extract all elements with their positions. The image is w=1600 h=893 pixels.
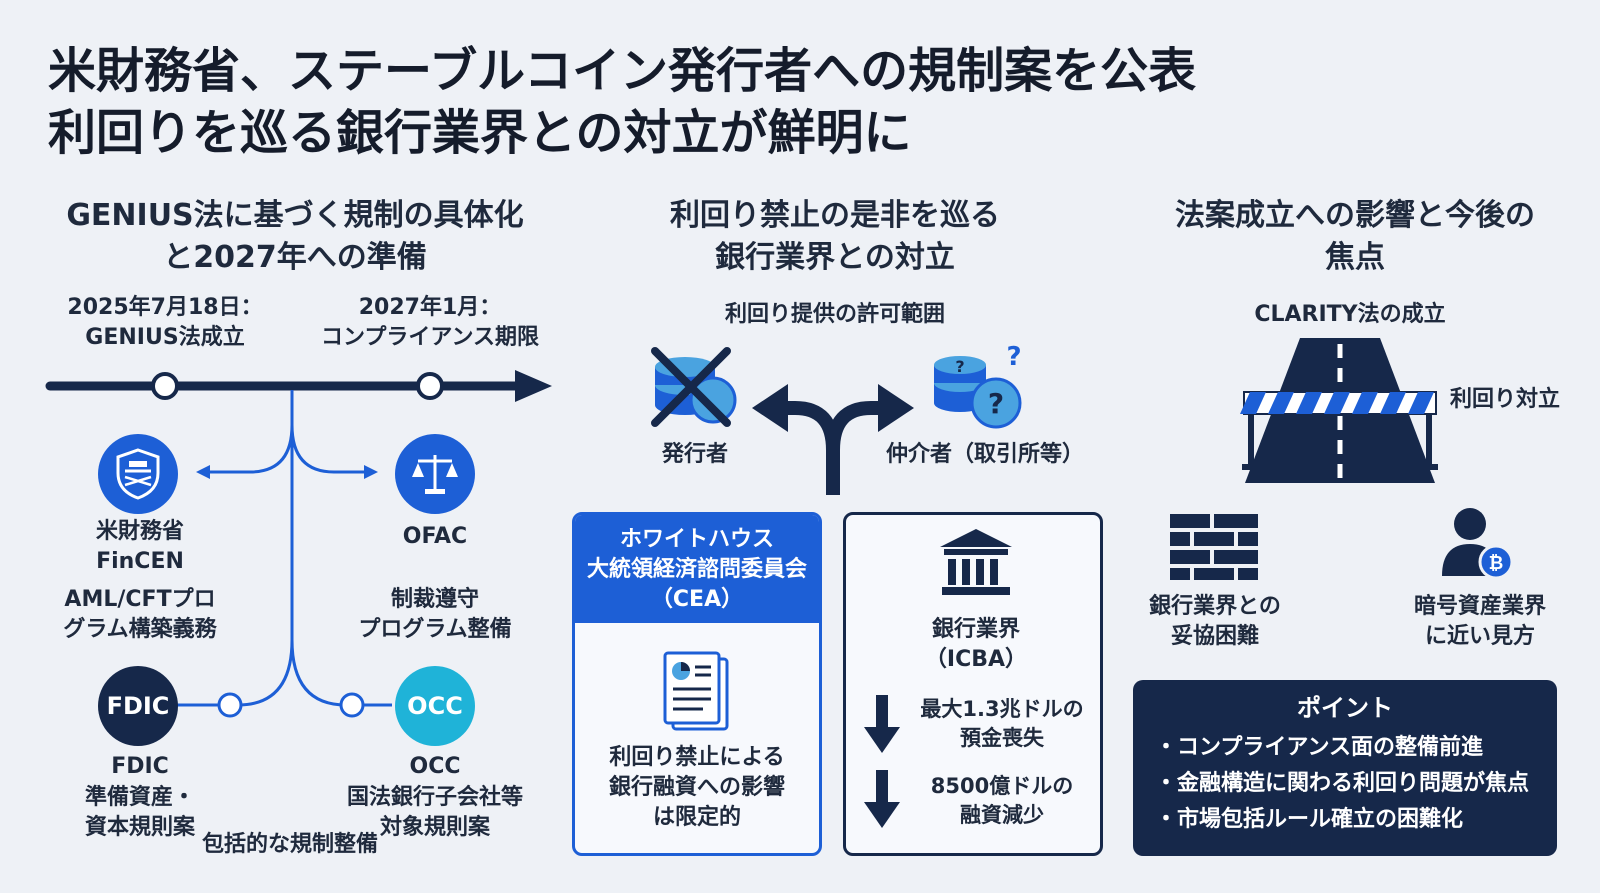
svg-text:?: ? — [1006, 342, 1021, 372]
treasury-desc: AML/CFTプロ グラム構築義務 — [40, 585, 240, 645]
occ-connector-node — [339, 692, 365, 718]
fdic-name: FDIC — [111, 754, 169, 779]
bank-stat-lending-1: 8500億ドルの — [930, 774, 1074, 798]
down-arrow-icon — [864, 770, 900, 828]
bank-stat-deposit-2: 預金喪失 — [960, 726, 1044, 750]
cea-desc-1: 利回り禁止による — [609, 745, 785, 770]
fdic-desc: 準備資産・ 資本規則案 — [50, 783, 230, 843]
cea-line-1: ホワイトハウス — [619, 527, 774, 552]
svg-text:?: ? — [988, 387, 1004, 420]
point-item: ・市場包括ルール確立の困難化 — [1155, 807, 1464, 832]
road-barrier-icon — [1240, 338, 1438, 483]
milestone-2027-text: コンプライアンス期限 — [320, 325, 540, 350]
middle-heading-line-2: 銀行業界との対立 — [715, 240, 955, 275]
timeline-arrow-head — [515, 370, 552, 402]
middle-heading-line-1: 利回り禁止の是非を巡る — [670, 198, 1000, 233]
points-box: ポイント ・コンプライアンス面の整備前進 ・金融構造に関わる利回り問題が焦点 ・… — [1133, 680, 1557, 856]
timeline-node-2027 — [416, 372, 444, 400]
down-arrow-icon — [864, 695, 900, 753]
right-heading: 法案成立への影響と今後の 焦点 — [1135, 195, 1575, 279]
point-item: ・コンプライアンス面の整備前進 — [1155, 735, 1484, 760]
occ-desc: 国法銀行子会社等 対象規則案 — [330, 783, 540, 843]
bank-name-2: （ICBA） — [924, 647, 1028, 672]
svg-text:?: ? — [955, 357, 964, 376]
fdic-connector-node — [217, 692, 243, 718]
right-heading-line-1: 法案成立への影響と今後の — [1175, 198, 1535, 233]
treasury-name-2: FinCEN — [96, 549, 184, 574]
timeline-node-2025 — [151, 372, 179, 400]
cea-desc: 利回り禁止による 銀行融資への影響 は限定的 — [579, 743, 815, 833]
brick-wall-icon — [1170, 514, 1258, 580]
crossed-coins-icon — [651, 347, 737, 427]
tree-connectors — [175, 390, 392, 718]
crypto-person-icon: ₿ — [1442, 508, 1514, 580]
milestone-2027: 2027年1月： コンプライアンス期限 — [300, 293, 560, 353]
timeline-axis — [45, 370, 552, 402]
bank-stat-deposit-1: 最大1.3兆ドルの — [920, 697, 1084, 721]
ofac-desc-2: プログラム整備 — [358, 617, 512, 642]
bank-compromise-1: 銀行業界との — [1149, 594, 1281, 619]
crypto-view-2: に近い見方 — [1424, 624, 1535, 649]
yield-conflict-label: 利回り対立 — [1449, 387, 1560, 412]
cea-header: ホワイトハウス 大統領経済諮問委員会 （CEA） — [575, 515, 819, 623]
crypto-view: 暗号資産業界 に近い見方 — [1390, 592, 1570, 652]
treasury-name: 米財務省 FinCEN — [60, 517, 220, 577]
cea-line-2: 大統領経済諮問委員会 — [586, 557, 807, 582]
treasury-seal-icon — [98, 434, 178, 514]
right-heading-line-2: 焦点 — [1325, 240, 1385, 275]
left-heading: GENIUS法に基づく規制の具体化 と2027年への準備 — [40, 195, 550, 279]
occ-badge: OCC — [395, 666, 475, 746]
treasury-desc-1: AML/CFTプロ — [64, 587, 216, 612]
bank-name-1: 銀行業界 — [931, 617, 1020, 642]
fdic-badge: FDIC — [98, 666, 178, 746]
middle-subheading: 利回り提供の許可範囲 — [724, 302, 945, 327]
left-heading-line-2: と2027年への準備 — [163, 240, 427, 275]
occ-desc-2: 対象規則案 — [379, 815, 490, 840]
left-footer: 包括的な規制整備 — [201, 832, 378, 857]
bank-building-icon — [940, 529, 1012, 595]
intermediary-label: 仲介者（取引所等） — [885, 442, 1084, 467]
bank-compromise: 銀行業界との 妥協困難 — [1130, 592, 1300, 652]
middle-heading: 利回り禁止の是非を巡る 銀行業界との対立 — [620, 195, 1050, 279]
bank-card: 銀行業界 （ICBA） 最大1.3兆ドルの 預金喪失 8500億ドルの 融資減少 — [843, 512, 1103, 856]
issuer-label: 発行者 — [661, 442, 728, 467]
bank-stat-deposit: 最大1.3兆ドルの 預金喪失 — [904, 695, 1100, 753]
title-line-1: 米財務省、ステーブルコイン発行者への規制案を公表 — [48, 43, 1197, 99]
point-item: ・金融構造に関わる利回り問題が焦点 — [1155, 771, 1530, 796]
ofac-desc-1: 制裁遵守 — [390, 587, 479, 612]
points-title: ポイント — [1297, 694, 1393, 722]
bank-name: 銀行業界 （ICBA） — [866, 615, 1086, 675]
page-title: 米財務省、ステーブルコイン発行者への規制案を公表 利回りを巡る銀行業界との対立が… — [48, 40, 1196, 164]
svg-text:₿: ₿ — [1489, 553, 1504, 574]
title-line-2: 利回りを巡る銀行業界との対立が鮮明に — [48, 105, 912, 161]
ofac-desc: 制裁遵守 プログラム整備 — [340, 585, 530, 645]
report-document-icon — [663, 651, 729, 731]
cea-desc-3: は限定的 — [652, 805, 741, 830]
milestone-2025: 2025年7月18日： GENIUS法成立 — [40, 293, 290, 353]
scales-icon — [395, 434, 475, 514]
left-heading-line-1: GENIUS法に基づく規制の具体化 — [66, 198, 524, 233]
occ-name: OCC — [409, 754, 461, 779]
occ-desc-1: 国法銀行子会社等 — [346, 785, 523, 810]
ofac-name: OFAC — [402, 524, 468, 549]
treasury-desc-2: グラム構築義務 — [63, 617, 217, 642]
fdic-desc-1: 準備資産・ — [84, 785, 195, 810]
clarity-label: CLARITY法の成立 — [1254, 302, 1446, 327]
cea-card: ホワイトハウス 大統領経済諮問委員会 （CEA） 利回り禁止による 銀行融資への… — [572, 512, 822, 856]
bank-stat-lending-2: 融資減少 — [960, 803, 1044, 827]
cea-desc-2: 銀行融資への影響 — [608, 775, 785, 800]
crypto-view-1: 暗号資産業界 — [1413, 594, 1546, 619]
bank-compromise-2: 妥協困難 — [1170, 624, 1259, 649]
fdic-desc-2: 資本規則案 — [84, 815, 195, 840]
milestone-2025-date: 2025年7月18日： — [67, 295, 263, 320]
cea-line-3: （CEA） — [650, 587, 744, 612]
milestone-2027-date: 2027年1月： — [358, 295, 502, 320]
bank-stat-lending: 8500億ドルの 融資減少 — [904, 772, 1100, 830]
treasury-name-1: 米財務省 — [95, 519, 184, 544]
questioned-coins-icon: ? ? ? — [934, 342, 1022, 429]
milestone-2025-text: GENIUS法成立 — [85, 325, 245, 350]
